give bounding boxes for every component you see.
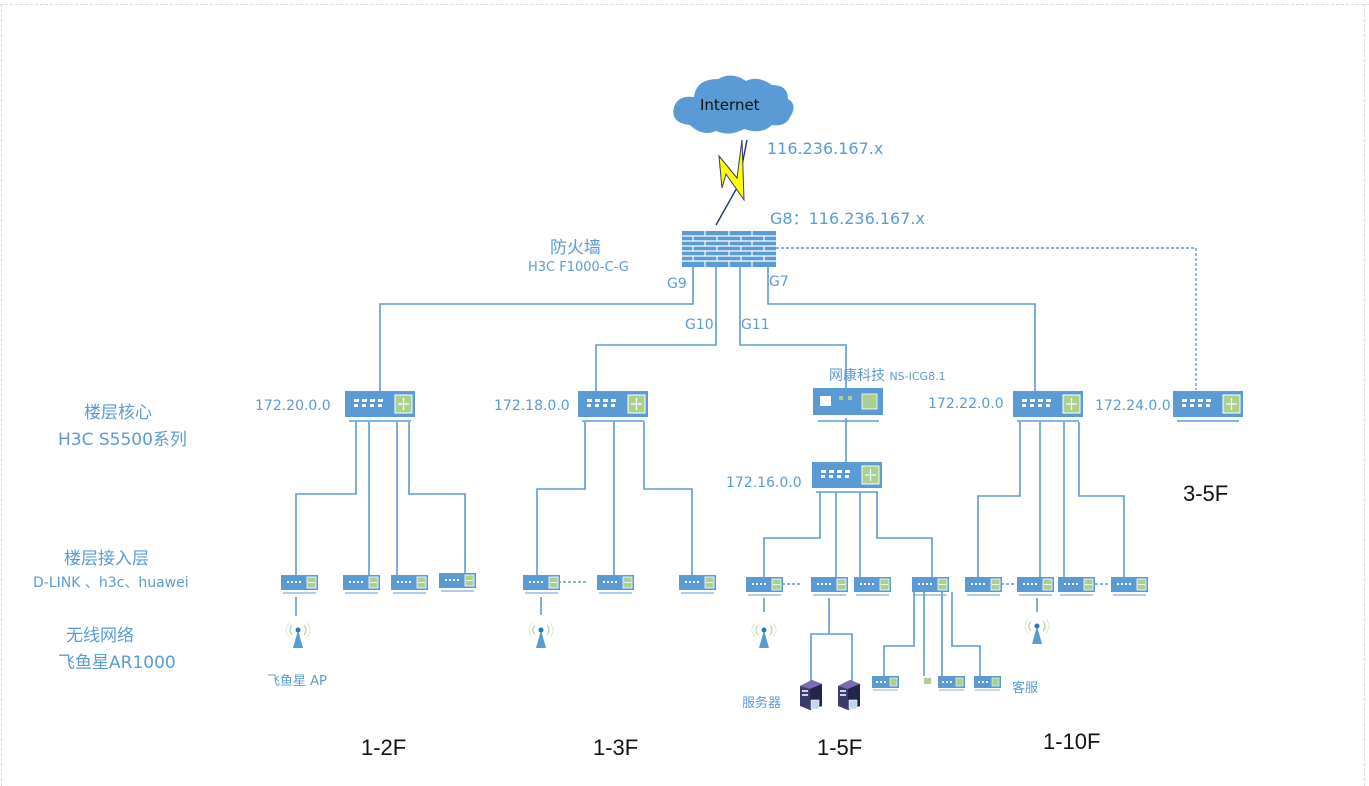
- wireless-ap-icon[interactable]: [1024, 618, 1050, 645]
- wan-ip-label: 116.236.167.x: [767, 139, 884, 158]
- server-icon[interactable]: [799, 679, 823, 711]
- core-layer-title: 楼层核心: [84, 403, 152, 423]
- dotted-links: [553, 247, 1197, 585]
- firewall-wan-port-label: G8：116.236.167.x: [770, 209, 925, 228]
- core-ip-label: 172.20.0.0: [255, 398, 331, 414]
- link-fw-core5: [776, 247, 1197, 390]
- wireless-ap-icon[interactable]: [528, 622, 554, 649]
- access-layer-title: 楼层接入层: [64, 549, 149, 569]
- wan-link-lightning-icon: [715, 139, 748, 226]
- core-switch-icon[interactable]: [811, 461, 883, 493]
- access-switch-icon[interactable]: [678, 574, 717, 594]
- access-switch-icon[interactable]: [1057, 576, 1096, 596]
- access-switch-icon[interactable]: [1016, 576, 1055, 596]
- floor-label: 1-2F: [361, 735, 407, 760]
- sheet-grid-right: [1364, 4, 1365, 786]
- firewall-icon: [682, 231, 776, 267]
- server-icon[interactable]: [837, 679, 861, 711]
- gateway-device-icon[interactable]: [813, 388, 883, 422]
- core-ip-label: 172.16.0.0: [726, 475, 802, 491]
- server-label: 服务器: [742, 696, 782, 711]
- floor-label: 1-5F: [817, 735, 863, 760]
- port-label-g7: G7: [769, 274, 789, 290]
- core-ip-label: 172.24.0.0: [1095, 398, 1171, 414]
- port-label-g9: G9: [667, 276, 687, 292]
- gateway-vendor: 网康科技: [829, 368, 885, 384]
- access-layer-subtitle: D-LINK 、h3c、huawei: [33, 575, 189, 591]
- access-switch-icon[interactable]: [522, 574, 561, 594]
- mini-switch-icon[interactable]: [871, 675, 900, 691]
- wireless-ap-icon[interactable]: [285, 622, 311, 649]
- access-switch-icon[interactable]: [745, 576, 784, 596]
- mini-switch-icon[interactable]: [973, 675, 1002, 691]
- mini-switch-icon[interactable]: [937, 675, 966, 691]
- core-ip-label: 172.22.0.0: [928, 396, 1004, 412]
- wireless-layer-title: 无线网络: [66, 626, 134, 646]
- port-label-g10: G10: [685, 317, 714, 333]
- link-g7: [767, 267, 1036, 392]
- core-layer-subtitle: H3C S5500系列: [58, 430, 187, 450]
- sheet-grid-left: [1, 4, 2, 786]
- mini-port-icon: [924, 678, 931, 684]
- link-g11: [739, 267, 847, 392]
- access-switch-icon[interactable]: [438, 572, 477, 592]
- access-switch-icon[interactable]: [911, 576, 950, 596]
- floor-label: 3-5F: [1183, 481, 1229, 506]
- core-switch-icon[interactable]: [1012, 390, 1084, 422]
- core-ip-label: 172.18.0.0: [494, 398, 570, 414]
- core-switch-icon[interactable]: [577, 390, 649, 422]
- floor-label: 1-10F: [1043, 729, 1101, 754]
- gateway-model: NS-ICG8.1: [889, 370, 946, 383]
- access-switch-icon[interactable]: [390, 574, 429, 594]
- service-label: 客服: [1012, 681, 1039, 696]
- internet-label: Internet: [700, 96, 760, 114]
- wireless-layer-subtitle: 飞鱼星AR1000: [58, 653, 176, 673]
- ap-label: 飞鱼星 AP: [267, 674, 327, 689]
- floor-label: 1-3F: [593, 735, 639, 760]
- port-label-g11: G11: [741, 317, 770, 333]
- core-switch-icon[interactable]: [1172, 390, 1244, 422]
- internet-cloud-icon: [673, 75, 794, 134]
- access-switch-icon[interactable]: [810, 576, 849, 596]
- access-switch-icon[interactable]: [342, 574, 381, 594]
- access-switch-icon[interactable]: [280, 574, 319, 594]
- wireless-ap-icon[interactable]: [751, 622, 777, 649]
- access-switch-icon[interactable]: [596, 574, 635, 594]
- access-switch-icon[interactable]: [1110, 576, 1149, 596]
- firewall-model-label: H3C F1000-C-G: [528, 260, 629, 275]
- firewall-name-label: 防火墙: [550, 238, 601, 258]
- core-switch-icon[interactable]: [344, 390, 416, 422]
- access-switch-icon[interactable]: [964, 576, 1003, 596]
- network-links: [295, 267, 1125, 686]
- sheet-grid-top: [0, 0, 1369, 5]
- access-switch-icon[interactable]: [853, 576, 892, 596]
- gateway-label: 网康科技 NS-ICG8.1: [829, 365, 946, 385]
- link-g10: [595, 267, 717, 392]
- link-g9: [379, 267, 694, 392]
